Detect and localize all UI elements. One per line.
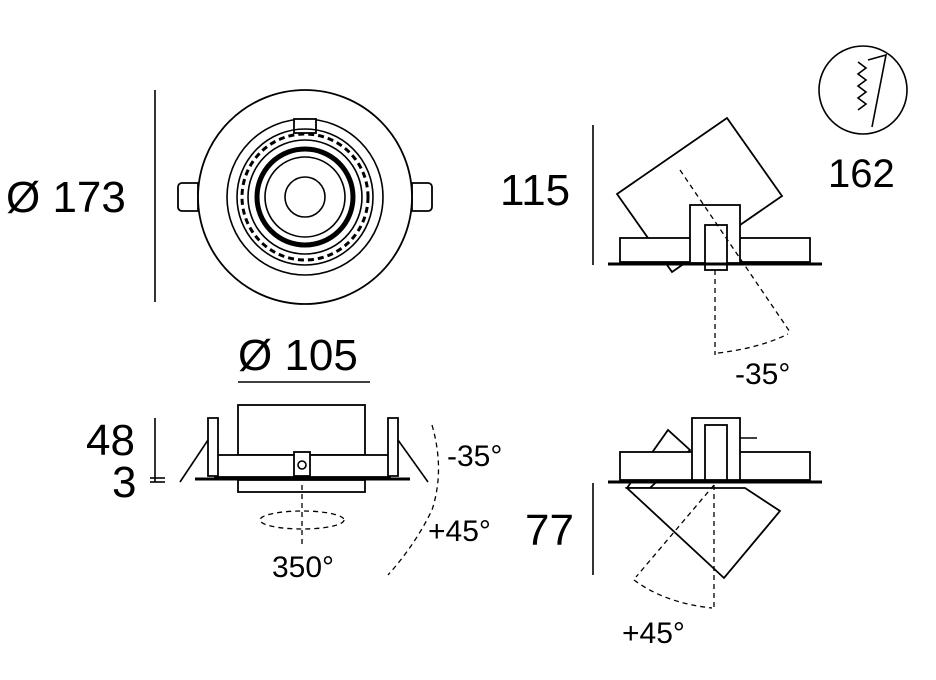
spring-tab-right [411, 182, 433, 212]
tilted-body [624, 487, 782, 580]
spring-clip-right [387, 417, 399, 477]
tilt-down-view: 77 +45° [525, 417, 822, 650]
top-clip [293, 118, 317, 134]
depth-label: 162 [828, 152, 895, 196]
spring-tab-left [177, 182, 199, 212]
cutout-label: Ø 105 [238, 331, 358, 380]
side-view: Ø 105 48 3 350° -35° +45° [86, 331, 502, 584]
tilt-minus-label: -35° [447, 440, 502, 473]
ceiling-depth-icon: 162 [818, 45, 908, 196]
tilt-plus-label: +45° [428, 515, 491, 548]
tilt-up-height-label: 115 [500, 166, 570, 215]
tilt-up-angle-label: -35° [735, 358, 790, 391]
tilt-up-view: 115 -35° [500, 116, 822, 391]
angle-arc [633, 579, 713, 609]
driver-box [704, 224, 728, 271]
driver-box [704, 424, 728, 481]
spring-legs [179, 439, 429, 483]
lens-ring-1 [236, 128, 374, 266]
outer-rim [197, 89, 413, 305]
rotation-label: 350° [272, 551, 334, 584]
tilt-axis [635, 484, 715, 578]
diameter-label: Ø 173 [6, 173, 126, 222]
tilt-axis [679, 169, 791, 333]
rotation-arrow [259, 510, 345, 530]
spring-clip-left [207, 417, 219, 477]
adjust-screw [293, 451, 311, 477]
body [237, 404, 366, 456]
tilt-down-angle-label: +45° [622, 617, 685, 650]
flange-label: 3 [112, 458, 136, 507]
height-label: 48 [86, 416, 135, 465]
tilt-down-height-label: 77 [525, 506, 574, 555]
lens-ring-4 [264, 156, 346, 238]
icon-circle [818, 45, 908, 135]
lens-ring-3 [254, 146, 356, 248]
lens-ring-dashed [240, 132, 370, 262]
lens-ring-2 [247, 139, 363, 255]
screw-head [297, 460, 307, 470]
lens-center [284, 176, 326, 218]
recess-depth-icon [856, 53, 888, 128]
top-view: Ø 173 [6, 89, 433, 305]
angle-arc [717, 333, 789, 354]
tilt-arc [387, 424, 440, 576]
